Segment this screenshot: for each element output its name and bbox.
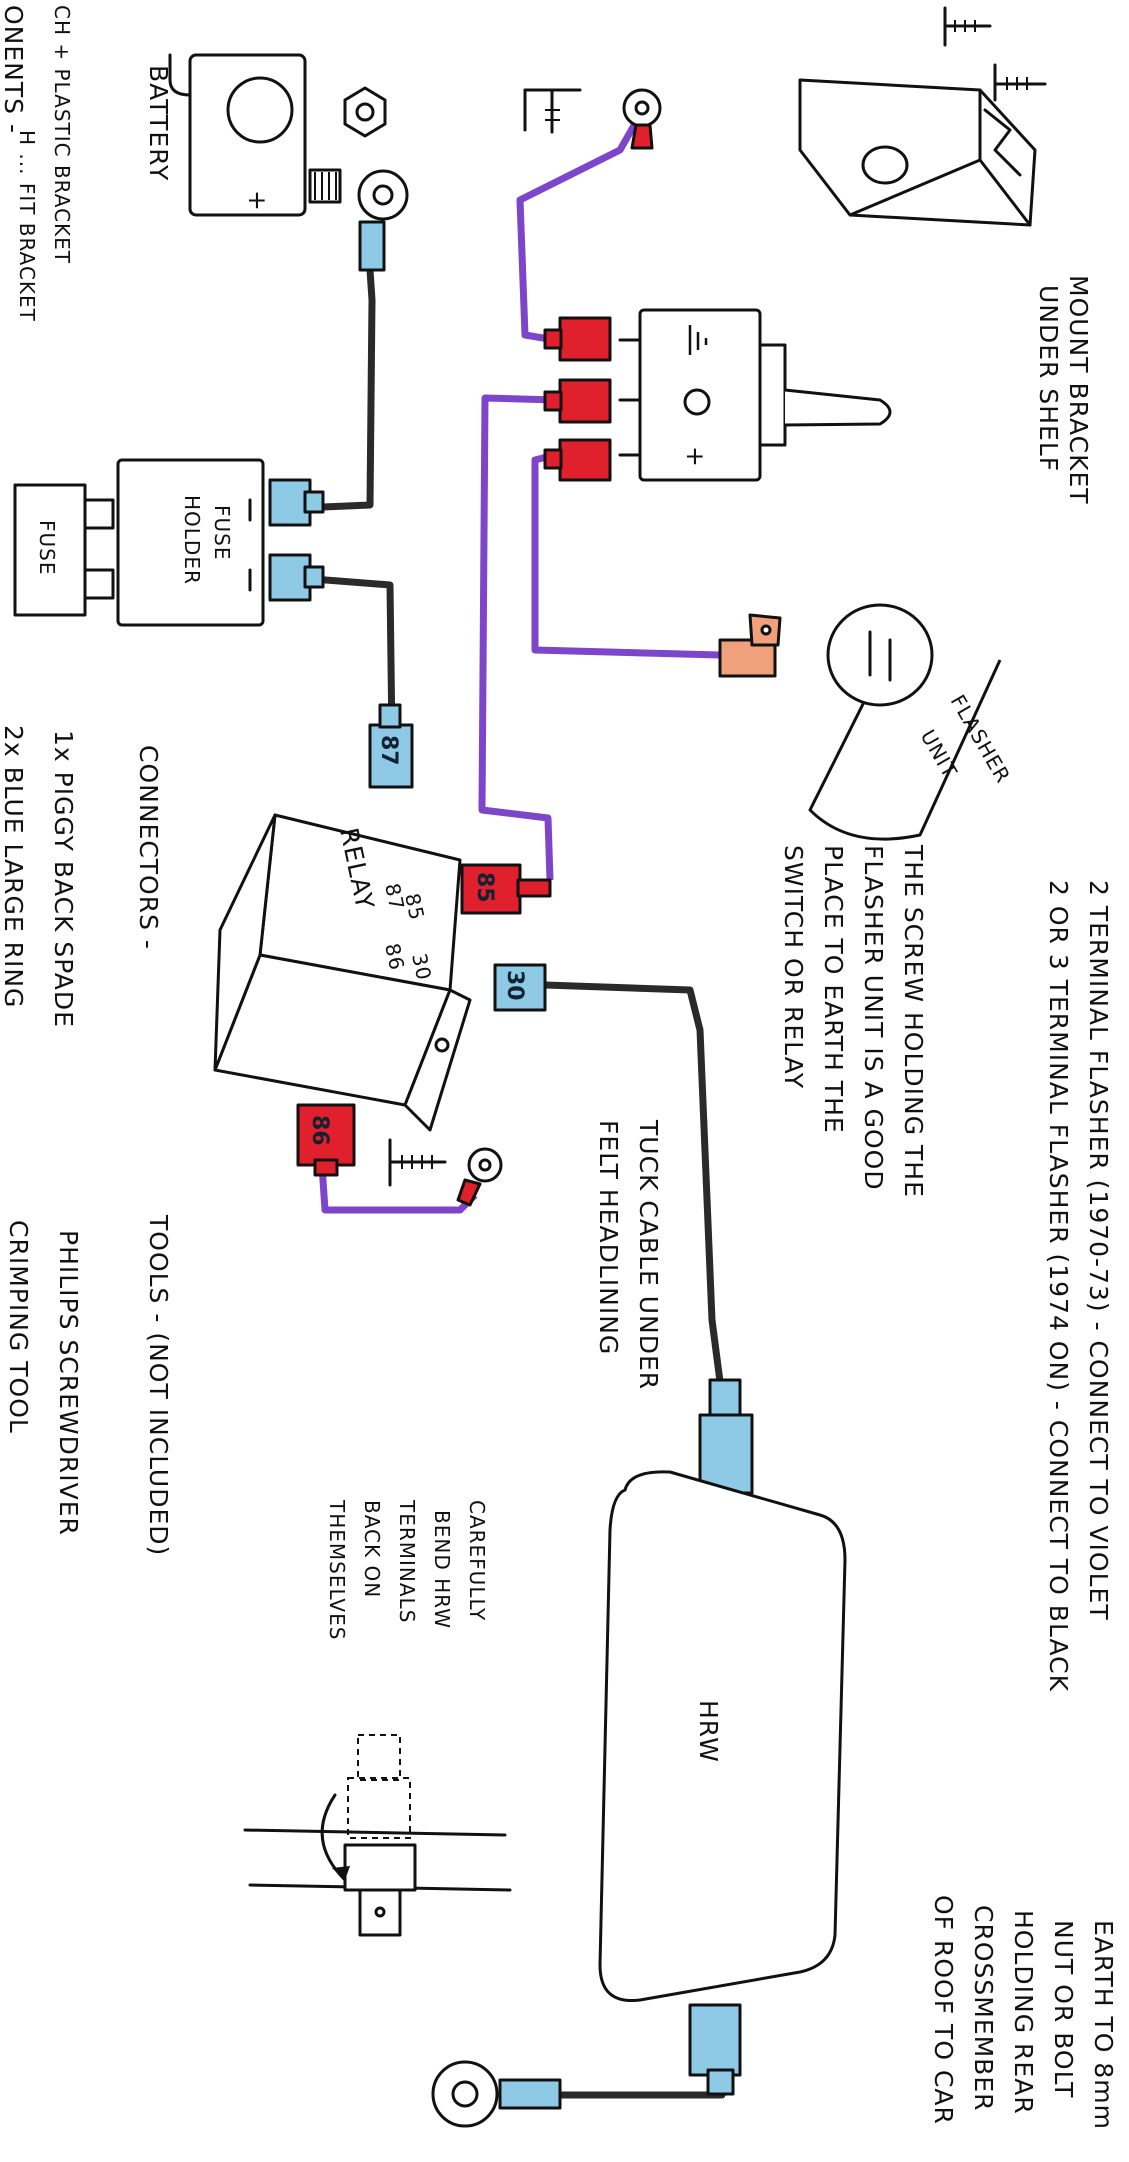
relay-pin-30: 30 (407, 951, 436, 983)
note-tuck-1: TUCK CABLE UNDER (634, 1119, 663, 1390)
note-earth-3: HOLDING REAR (1009, 1910, 1038, 2115)
note-screw-2: FLASHER UNIT IS A GOOD (859, 845, 888, 1191)
screw-icon (388, 1138, 447, 1187)
fuse-holder-terminal-2 (268, 553, 325, 602)
piggyback-spade-terminal (718, 613, 782, 678)
fuse-holder-label-1: FUSE (210, 505, 234, 560)
wire-black-relay30-to-hrw (544, 981, 729, 1421)
wire-violet-switch-to-flasher (531, 451, 721, 659)
note-bend-3: TERMINALS (395, 1499, 419, 1623)
terminal-bend-illustration (243, 1734, 512, 1937)
mount-bracket-icon (798, 78, 1037, 227)
relay-pin-87: 87 (380, 881, 409, 913)
fuse: FUSE (13, 483, 115, 617)
fuse-holder-terminal-1 (268, 478, 325, 527)
nut-icon (343, 86, 387, 138)
hrw-terminal-top (698, 1378, 754, 1495)
switch-icon: + (618, 308, 892, 482)
mount-bracket-label-2: UNDER SHELF (1034, 285, 1063, 472)
components-heading: ONENTS - (0, 5, 28, 134)
connectors-heading: CONNECTORS - (134, 745, 163, 950)
relay-pin-86: 86 (380, 941, 409, 973)
ring-terminal-icon (456, 1147, 503, 1207)
mount-bracket-label-1: MOUNT BRACKET (1064, 275, 1093, 505)
terminal-85-label: 85 (472, 872, 497, 903)
battery: + (168, 53, 342, 217)
components-line2: H ... FIT BRACKET (15, 130, 39, 322)
wire-black-battery-to-fuse (299, 269, 376, 512)
terminal-87-label: 87 (376, 735, 401, 766)
battery-ring-terminal-icon (357, 169, 409, 272)
connectors-line2: 2x BLUE LARGE RING (0, 725, 28, 1008)
terminal-86-label: 86 (307, 1115, 332, 1146)
note-screw-1: THE SCREW HOLDING THE (899, 844, 928, 1198)
fuse-label: FUSE (35, 520, 59, 575)
note-flasher-2-terminal: 2 TERMINAL FLASHER (1970-73) - CONNECT T… (1084, 880, 1113, 1621)
note-earth-5: OF ROOF TO CAR (929, 1895, 958, 2125)
fuse-holder: FUSE HOLDER (116, 458, 265, 627)
note-earth-2: NUT OR BOLT (1049, 1920, 1078, 2098)
note-screw-4: SWITCH OR RELAY (779, 845, 808, 1089)
switch-plus-label: + (681, 446, 710, 468)
screw-icon (993, 63, 1047, 102)
fuse-holder-label-2: HOLDER (180, 495, 204, 585)
wire-black-fuse-to-87 (299, 574, 396, 741)
hrw-panel: HRW (598, 1470, 847, 2003)
relay: RELAY 85 87 86 30 (213, 813, 472, 1132)
tools-line2: CRIMPING TOOL (4, 1220, 33, 1434)
terminal-30-label: 30 (502, 970, 527, 1001)
screw-icon (943, 6, 992, 47)
note-earth-1: EARTH TO 8mm (1089, 1920, 1118, 2130)
hrw-label: HRW (694, 1700, 723, 1763)
terminal-86: 86 (296, 1103, 356, 1177)
note-tuck-2: FELT HEADLINING (594, 1120, 623, 1355)
screw-icon (523, 88, 582, 134)
note-earth-4: CROSSMEMBER (969, 1905, 998, 2112)
switch-terminal-2 (543, 378, 612, 424)
wire-violet-relay86-to-ring (318, 1164, 478, 1214)
note-screw-3: PLACE TO EARTH THE (819, 845, 848, 1134)
wire-black-hrw-to-ring (560, 2074, 729, 2099)
note-bend-4: BACK ON (360, 1500, 384, 1598)
hrw-terminal-bottom (688, 2003, 742, 2096)
ring-terminal-icon (622, 88, 662, 150)
note-flasher-3-terminal: 2 OR 3 TERMINAL FLASHER (1974 ON) - CONN… (1044, 880, 1073, 1692)
terminal-30: 30 (493, 963, 547, 1012)
connectors-line1: 1x PIGGY BACK SPADE (49, 730, 78, 1028)
note-bend-1: CAREFULLY (465, 1500, 489, 1621)
wire-violet-switch-to-relay85 (478, 394, 556, 881)
terminal-85: 85 (460, 863, 552, 915)
wire-violet-ring-to-switch (516, 113, 644, 344)
battery-label: BATTERY (144, 65, 173, 181)
terminal-87: 87 (368, 703, 414, 789)
tools-heading: TOOLS - (NOT INCLUDED) (144, 1214, 173, 1556)
flasher-unit-icon: FLASHER UNIT (808, 603, 1015, 841)
note-bend-2: BEND HRW (430, 1510, 454, 1629)
relay-pin-85: 85 (400, 891, 429, 923)
battery-plus-label: + (243, 190, 272, 212)
switch-terminal-1 (543, 316, 612, 362)
components-line1: CH + PLASTIC BRACKET (50, 5, 74, 264)
note-bend-5: THEMSELVES (325, 1499, 349, 1640)
earth-ring-terminal-icon (431, 2060, 562, 2128)
tools-line1: PHILIPS SCREWDRIVER (54, 1230, 83, 1536)
switch-terminal-3 (543, 438, 612, 482)
